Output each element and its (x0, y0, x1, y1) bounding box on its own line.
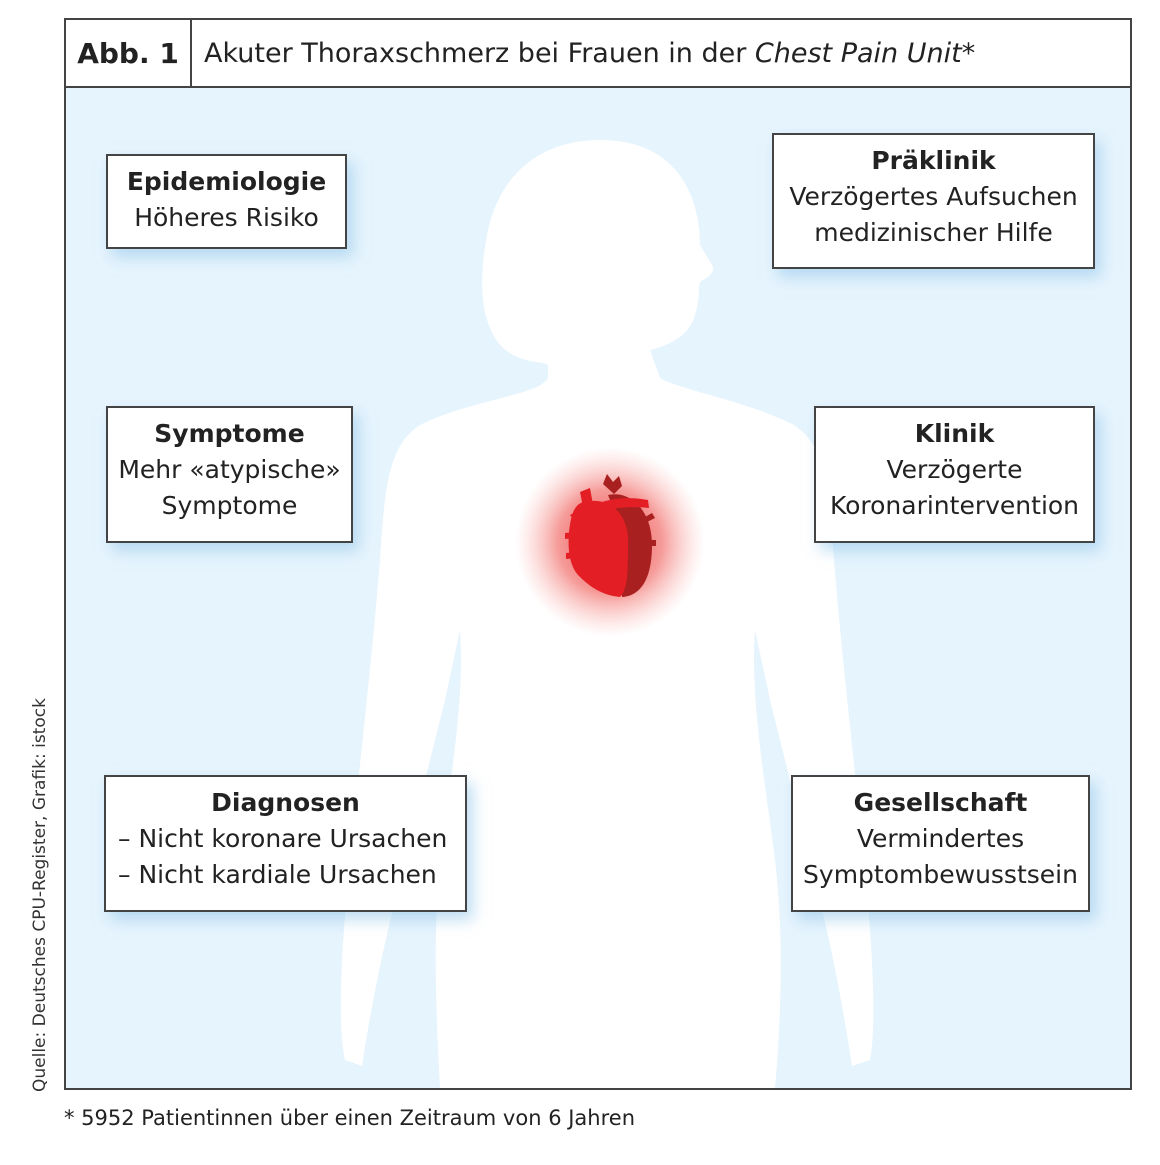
box-line: Koronarintervention (829, 491, 1080, 520)
box-epidemiologie: Epidemiologie Höheres Risiko (106, 154, 347, 249)
box-title: Diagnosen (211, 788, 360, 817)
figure-label: Abb. 1 (66, 20, 192, 86)
title-italic: Chest Pain Unit (754, 37, 962, 69)
box-title: Klinik (914, 419, 995, 448)
box-line: Verzögertes Aufsuchen (789, 182, 1078, 211)
footnote: * 5952 Patientinnen über einen Zeitraum … (64, 1106, 635, 1130)
box-line: Verzögerte (886, 455, 1023, 484)
box-line: Mehr «atypische» (118, 455, 341, 484)
box-line: Symptombewusstsein (803, 860, 1078, 889)
box-diagnosen: Diagnosen – Nicht koronare Ursachen – Ni… (104, 775, 467, 912)
figure-header: Abb. 1 Akuter Thoraxschmerz bei Frauen i… (66, 20, 1130, 88)
box-line: medizinischer Hilfe (814, 218, 1053, 247)
box-line: Symptome (161, 491, 298, 520)
box-klinik: Klinik Verzögerte Koronarintervention (814, 406, 1095, 543)
box-symptome: Symptome Mehr «atypische» Symptome (106, 406, 353, 543)
box-title: Symptome (154, 419, 305, 448)
heart-icon (565, 474, 656, 597)
title-text: Akuter Thoraxschmerz bei Frauen in der (204, 37, 755, 69)
box-line: Höheres Risiko (134, 203, 319, 232)
box-line: – Nicht kardiale Ursachen (118, 860, 437, 889)
box-line: Vermindertes (856, 824, 1025, 853)
box-title: Gesellschaft (853, 788, 1028, 817)
box-praeklinik: Präklinik Verzögertes Aufsuchen medizini… (772, 133, 1095, 269)
figure-title: Akuter Thoraxschmerz bei Frauen in der C… (192, 38, 975, 69)
title-suffix: * (961, 37, 976, 69)
box-title: Epidemiologie (126, 167, 327, 196)
box-line: – Nicht koronare Ursachen (118, 824, 448, 853)
source-credit: Quelle: Deutsches CPU-Register, Grafik: … (30, 698, 50, 1092)
box-gesellschaft: Gesellschaft Vermindertes Symptombewusst… (791, 775, 1090, 912)
box-title: Präklinik (871, 146, 996, 175)
